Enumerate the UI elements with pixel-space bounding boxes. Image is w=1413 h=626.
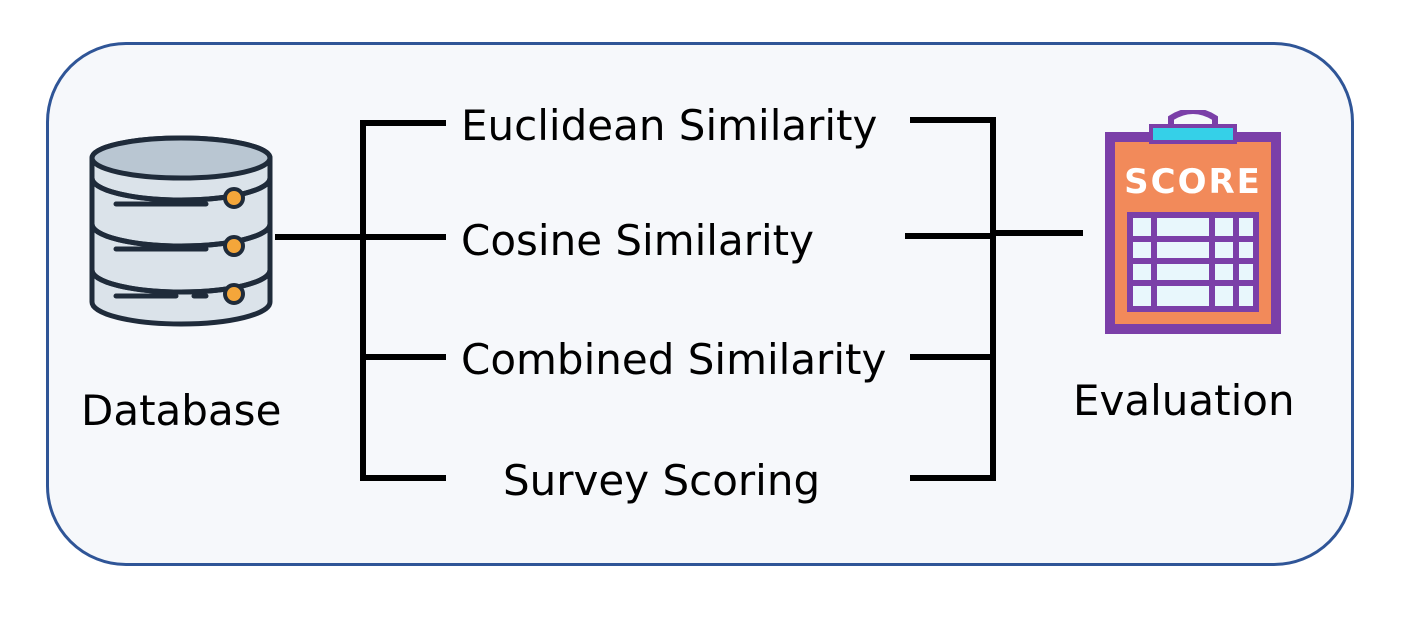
score-clipboard-icon: SCORE	[1103, 110, 1283, 336]
score-badge-text: SCORE	[1124, 162, 1262, 202]
method-label-combined: Combined Similarity	[461, 335, 887, 384]
database-icon	[89, 135, 273, 327]
evaluation-label: Evaluation	[1073, 376, 1295, 425]
method-label-euclidean: Euclidean Similarity	[461, 101, 878, 150]
database-label: Database	[81, 386, 282, 435]
method-label-survey: Survey Scoring	[503, 456, 821, 505]
method-label-cosine: Cosine Similarity	[461, 216, 814, 265]
